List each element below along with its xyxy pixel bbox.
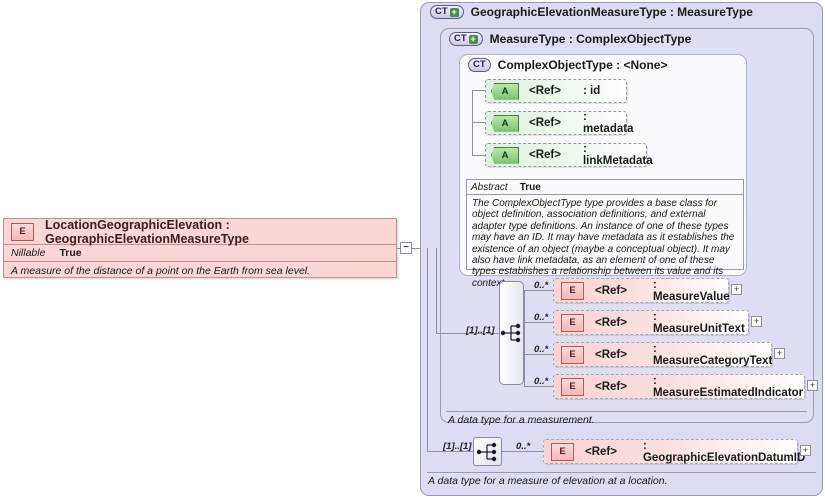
attribute-connector-branch [472,155,485,156]
element-row-measure-category-text[interactable]: E <Ref> : MeasureCategoryText [553,342,772,367]
collapse-toggle[interactable]: − [400,242,412,254]
measure-branch-trunk [524,290,525,386]
element-row-geographic-elevation-datum-id[interactable]: E <Ref> : GeographicElevationDatumID [543,439,805,464]
attribute-connector-branch [472,122,485,123]
complex-type-badge-icon: CT+ [449,32,483,46]
attribute-connector-branch [472,90,485,91]
outer-caption-divider [427,472,816,473]
element-ref: <Ref> [585,445,617,458]
panel-middle-title: MeasureType : ComplexObjectType [489,32,692,46]
measure-branch [524,290,553,291]
element-cardinality: 0..* [534,280,549,291]
element-ref: <Ref> [595,284,627,297]
measure-branch [524,322,553,323]
element-ref: <Ref> [595,316,627,329]
element-badge-icon: E [561,281,584,300]
datum-branch [502,451,543,452]
element-badge-icon: E [11,222,34,241]
element-name: : MeasureCategoryText [652,342,773,367]
attribute-row-id[interactable]: A <Ref> : id [485,79,627,103]
expand-button[interactable]: + [731,284,742,295]
datum-sequence-entry-line [427,451,473,452]
element-badge-icon: E [561,345,584,364]
element-badge-icon: E [561,377,584,396]
attribute-ref: <Ref> [529,149,561,161]
attribute-name: : metadata [582,111,634,135]
panel-inner-title: ComplexObjectType : <None> [497,58,668,72]
sequence-compositor-icon[interactable] [499,281,524,385]
attribute-ref: <Ref> [529,85,561,97]
attribute-badge-icon: A [491,82,519,100]
attribute-name: : id [582,85,601,97]
element-name: : MeasureEstimatedIndicator [652,374,804,399]
attribute-row-link-metadata[interactable]: A <Ref> : linkMetadata [485,143,653,167]
element-name: : MeasureUnitText [652,310,745,335]
expand-button[interactable]: + [774,348,785,359]
sequence-icon [500,323,521,343]
panel-middle-caption: A data type for a measurement. [448,414,595,426]
panel-outer-title-row: CT+ GeographicElevationMeasureType : Mea… [430,5,753,19]
datum-sequence-entry-line [427,248,428,451]
element-cardinality: 0..* [516,441,531,452]
attribute-badge-icon: A [491,146,519,164]
datum-compositor-cardinality: [1]..[1] [443,441,472,452]
property-value: True [59,247,82,259]
abstract-key: Abstract [471,181,508,193]
attribute-name: : linkMetadata [582,143,653,167]
complex-type-badge-icon: CT+ [430,5,464,19]
measure-branch [524,386,553,387]
connector-root-to-panel [397,248,400,249]
element-row-measure-unit-text[interactable]: E <Ref> : MeasureUnitText [553,310,749,335]
root-element-header: E LocationGeographicElevation : Geograph… [4,217,396,246]
measure-compositor-cardinality: [1]..[1] [466,325,495,336]
root-element-documentation: A measure of the distance of a point on … [11,265,311,277]
measure-sequence-entry-line [436,333,499,334]
abstract-property: Abstract True [467,180,743,195]
sequence-icon [476,442,497,461]
expand-button[interactable]: + [807,380,818,391]
sequence-compositor-icon[interactable] [473,437,502,466]
attribute-badge-icon: A [491,114,519,132]
element-cardinality: 0..* [534,344,549,355]
measure-sequence-entry-line [436,248,437,333]
panel-outer-title: GeographicElevationMeasureType : Measure… [470,5,753,19]
abstract-value: True [519,181,541,193]
element-name: : GeographicElevationDatumID [642,439,806,464]
root-element-box[interactable]: E LocationGeographicElevation : Geograph… [3,218,397,278]
root-element-property: Nillable True [4,245,396,262]
panel-middle-title-row: CT+ MeasureType : ComplexObjectType [449,32,691,46]
middle-caption-divider [446,411,807,412]
complex-type-badge-icon: CT [468,58,491,72]
abstract-documentation-text: The ComplexObjectType type provides a ba… [472,198,735,289]
element-badge-icon: E [551,442,574,461]
root-element-title: LocationGeographicElevation : Geographic… [45,217,249,246]
element-row-measure-estimated-indicator[interactable]: E <Ref> : MeasureEstimatedIndicator [553,374,805,399]
abstract-documentation-block: Abstract True The ComplexObjectType type… [466,179,744,289]
element-cardinality: 0..* [534,312,549,323]
element-ref: <Ref> [595,380,627,393]
expand-button[interactable]: + [800,445,811,456]
element-row-measure-value[interactable]: E <Ref> : MeasureValue [553,278,730,303]
panel-outer-caption: A data type for a measure of elevation a… [428,475,668,487]
element-badge-icon: E [561,313,584,332]
panel-inner-title-row: CT ComplexObjectType : <None> [468,58,668,72]
expand-button[interactable]: + [751,316,762,327]
element-ref: <Ref> [595,348,627,361]
measure-branch [524,354,553,355]
property-key: Nillable [11,247,46,259]
element-name: : MeasureValue [652,278,730,303]
attribute-ref: <Ref> [529,117,561,129]
element-cardinality: 0..* [534,376,549,387]
attribute-row-metadata[interactable]: A <Ref> : metadata [485,111,633,135]
